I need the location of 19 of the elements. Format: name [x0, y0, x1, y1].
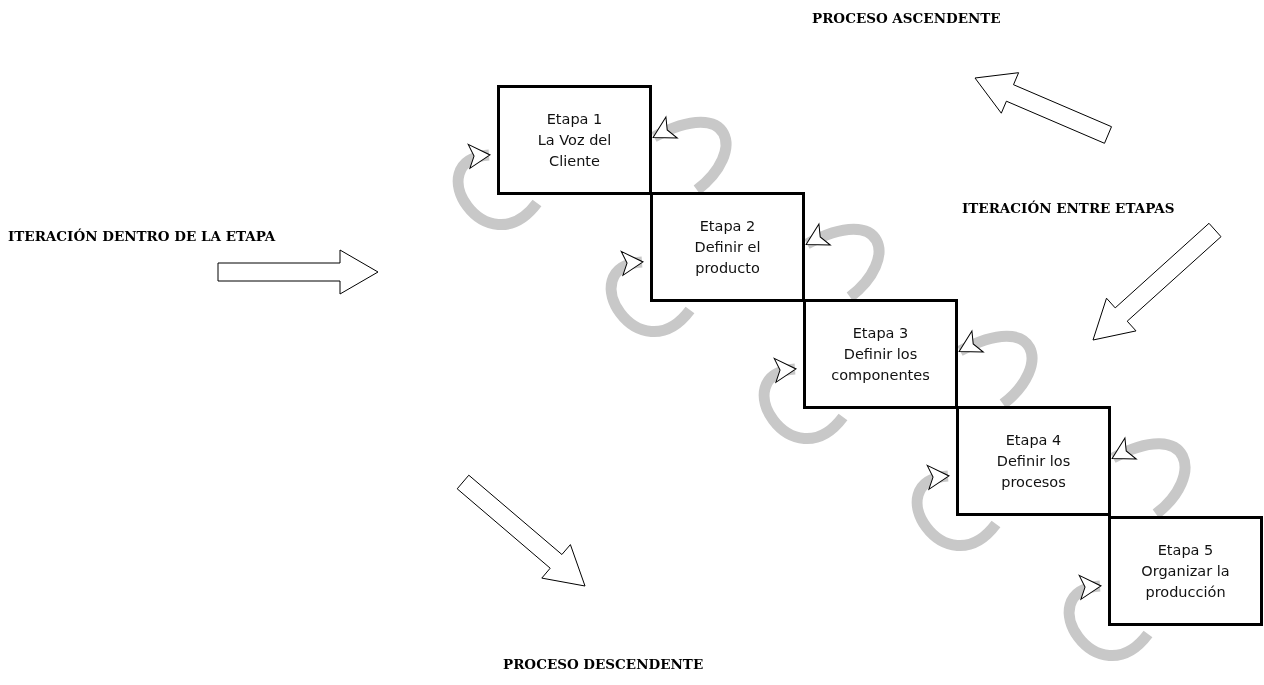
stage-title: La Voz del Cliente: [536, 130, 613, 171]
stage-title: Definir los procesos: [995, 451, 1072, 492]
stage-number: Etapa 5: [1157, 540, 1214, 560]
stage-title: Organizar la producción: [1140, 561, 1231, 602]
section-heading: ITERACIÓN DENTRO DE LA ETAPA: [8, 228, 276, 244]
stage-title: Definir los componentes: [830, 344, 931, 385]
stage-title: Definir el producto: [693, 237, 762, 278]
stage-box: [1108, 516, 1263, 626]
stage-box: [650, 192, 805, 302]
stage-number: Etapa 3: [852, 323, 909, 343]
stage-number: Etapa 1: [546, 109, 603, 129]
stage-box: [497, 85, 652, 195]
stage-number: Etapa 4: [1005, 430, 1062, 450]
stage-box: [956, 406, 1111, 516]
stage-number: Etapa 2: [699, 216, 756, 236]
section-heading: PROCESO ASCENDENTE: [812, 10, 1001, 26]
section-heading: PROCESO DESCENDENTE: [503, 656, 704, 672]
section-heading: ITERACIÓN ENTRE ETAPAS: [962, 200, 1175, 216]
stage-box: [803, 299, 958, 409]
